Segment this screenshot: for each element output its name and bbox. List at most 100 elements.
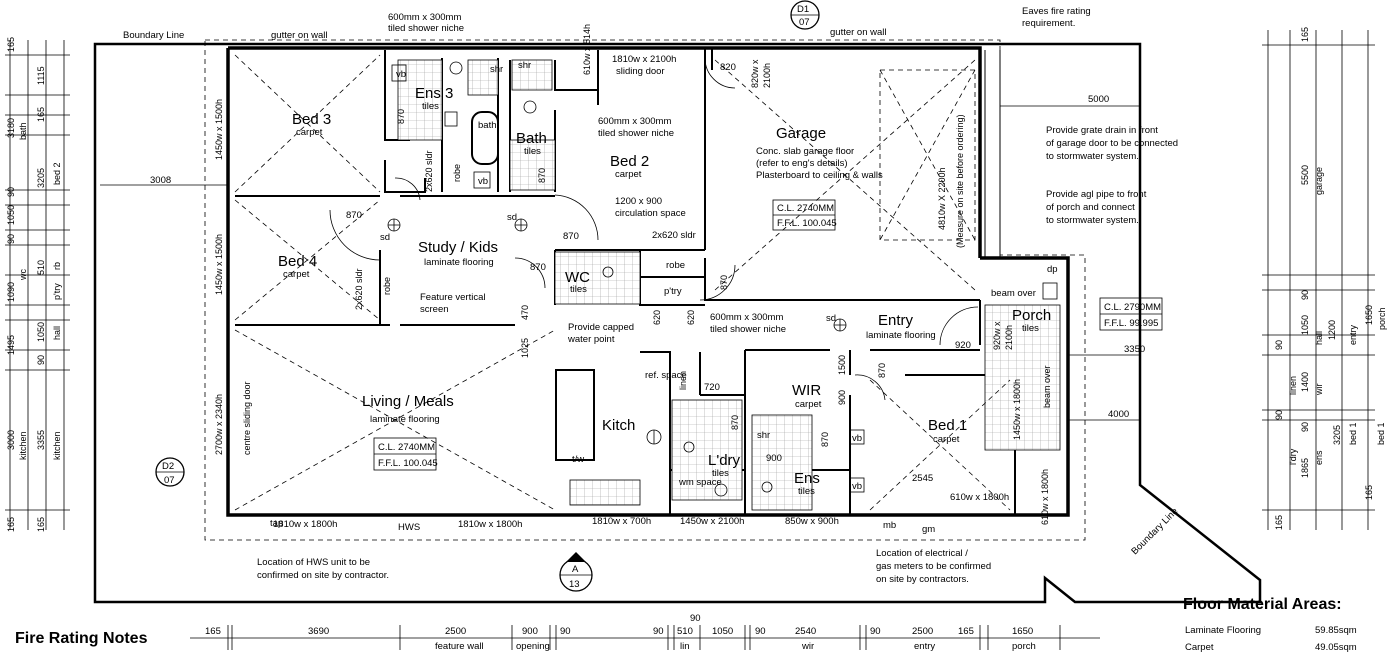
notes: Boundary Line gutter on wall gutter on w… — [123, 6, 1180, 585]
svg-text:3180: 3180 — [6, 118, 16, 138]
svg-text:confirmed on site by contracto: confirmed on site by contractor. — [257, 570, 389, 581]
bed4-label: Bed 4 — [278, 253, 317, 270]
bed3-finish: carpet — [296, 127, 323, 138]
kitch-label: Kitch — [602, 417, 635, 434]
svg-text:620: 620 — [686, 310, 696, 325]
svg-text:ens: ens — [1314, 450, 1324, 465]
svg-text:entry: entry — [1348, 324, 1358, 345]
bed1-label: Bed 1 — [928, 417, 967, 434]
ens-label: Ens — [794, 470, 820, 487]
svg-text:beam over: beam over — [1042, 365, 1052, 408]
left-dimension-strip: 165 3180 1115 165 3205 90 1050 90 510 10… — [5, 37, 70, 532]
svg-text:1810w x 1800h: 1810w x 1800h — [273, 519, 337, 530]
svg-text:p'try: p'try — [52, 283, 62, 300]
svg-text:3008: 3008 — [150, 175, 171, 186]
bath-tub-label: bath — [478, 120, 497, 131]
section-marker-a: A 13 — [559, 552, 593, 592]
bath-finish: tiles — [524, 146, 541, 157]
svg-text:1495: 1495 — [6, 335, 16, 355]
svg-text:3205: 3205 — [36, 168, 46, 188]
svg-text:bed 1: bed 1 — [1376, 422, 1386, 445]
svg-text:90: 90 — [1274, 410, 1284, 420]
svg-text:870: 870 — [820, 432, 830, 447]
svg-text:720: 720 — [704, 382, 720, 393]
svg-text:165: 165 — [205, 626, 221, 637]
svg-text:shr: shr — [757, 430, 770, 441]
svg-text:610w x 1800h: 610w x 1800h — [1040, 469, 1050, 525]
svg-text:90: 90 — [6, 187, 16, 197]
wc-tiles — [554, 251, 641, 305]
svg-text:gas meters to be confirmed: gas meters to be confirmed — [876, 561, 991, 572]
svg-text:1450w x 1800h: 1450w x 1800h — [1012, 379, 1022, 440]
svg-text:F.F.L. 100.045: F.F.L. 100.045 — [378, 458, 438, 469]
svg-text:165: 165 — [36, 517, 46, 532]
svg-text:Location of HWS unit to be: Location of HWS unit to be — [257, 557, 370, 568]
svg-text:A: A — [572, 564, 579, 575]
svg-text:C.L. 2740MM: C.L. 2740MM — [777, 203, 834, 214]
svg-text:to stormwater system.: to stormwater system. — [1046, 215, 1139, 226]
svg-text:gutter on wall: gutter on wall — [271, 30, 328, 41]
bath-tub — [471, 111, 499, 165]
svg-text:1450w x 1500h: 1450w x 1500h — [214, 99, 224, 160]
svg-text:wc: wc — [18, 269, 28, 281]
svg-text:vb: vb — [852, 481, 862, 492]
svg-text:2545: 2545 — [912, 473, 933, 484]
svg-text:90: 90 — [1300, 290, 1310, 300]
svg-text:1025: 1025 — [520, 338, 530, 358]
smoke-detectors — [387, 218, 847, 497]
fire-rating-title: Fire Rating Notes — [15, 630, 148, 647]
svg-text:90: 90 — [870, 626, 881, 637]
svg-text:tap: tap — [270, 518, 283, 529]
svg-text:tiled shower niche: tiled shower niche — [598, 128, 674, 139]
ldry-tiles — [671, 399, 743, 501]
section-marker-d2: D2 07 — [155, 457, 185, 487]
svg-text:2x620 sldr: 2x620 sldr — [652, 230, 696, 241]
svg-text:of garage door to be connected: of garage door to be connected — [1046, 138, 1178, 149]
svg-text:Provide grate drain in front: Provide grate drain in front — [1046, 125, 1158, 136]
svg-text:510: 510 — [36, 260, 46, 275]
svg-text:3350: 3350 — [1124, 344, 1145, 355]
svg-text:90: 90 — [1274, 340, 1284, 350]
svg-text:870: 870 — [346, 210, 362, 221]
garage-line-3: Plasterboard to ceiling & walls — [756, 170, 883, 181]
svg-text:1050: 1050 — [1300, 315, 1310, 335]
svg-text:F.F.L. 99.995: F.F.L. 99.995 — [1104, 318, 1158, 329]
svg-text:bath: bath — [18, 122, 28, 140]
svg-text:2x620 sldr: 2x620 sldr — [424, 150, 434, 192]
svg-text:C.L. 2790MM: C.L. 2790MM — [1104, 302, 1161, 313]
svg-text:lin: lin — [680, 641, 690, 652]
legend-row-laminate-label: Laminate Flooring — [1185, 625, 1261, 636]
svg-text:2700w x 2340h: 2700w x 2340h — [214, 394, 224, 455]
ldry-finish: tiles — [712, 468, 729, 479]
svg-text:3690: 3690 — [308, 626, 329, 637]
svg-text:sd: sd — [507, 212, 517, 223]
svg-text:820: 820 — [720, 62, 736, 73]
svg-text:hall: hall — [52, 326, 62, 340]
svg-text:165: 165 — [36, 107, 46, 122]
svg-text:t/w: t/w — [572, 454, 584, 465]
svg-text:2100h: 2100h — [1004, 325, 1014, 350]
svg-text:850w x 900h: 850w x 900h — [785, 516, 839, 527]
svg-text:13: 13 — [569, 579, 580, 590]
bed3-label: Bed 3 — [292, 111, 331, 128]
house-walls — [204, 39, 1086, 541]
svg-text:610w x 1800h: 610w x 1800h — [950, 492, 1009, 503]
wir-finish: carpet — [795, 399, 822, 410]
svg-text:bed 2: bed 2 — [52, 162, 62, 185]
svg-text:07: 07 — [164, 475, 175, 486]
svg-text:470: 470 — [520, 305, 530, 320]
svg-text:1400: 1400 — [1300, 372, 1310, 392]
svg-text:wir: wir — [801, 641, 814, 652]
svg-text:robe: robe — [382, 277, 392, 295]
svg-text:vb: vb — [852, 433, 862, 444]
svg-text:870: 870 — [530, 262, 546, 273]
svg-text:shr: shr — [518, 60, 531, 71]
bottom-dimension-strip: 165 3690 2500 900 90 90 510 1050 90 2540… — [190, 613, 1100, 652]
ens-tiles — [751, 414, 813, 511]
svg-text:165: 165 — [6, 37, 16, 52]
svg-text:2x620 sldr: 2x620 sldr — [354, 268, 364, 310]
svg-text:linen: linen — [1288, 376, 1298, 395]
svg-text:870: 870 — [537, 168, 547, 183]
internal-dims: 3008 5000 3350 4000 2545 870 870 870 820… — [100, 62, 1145, 484]
legend-title: Floor Material Areas: — [1183, 596, 1342, 613]
